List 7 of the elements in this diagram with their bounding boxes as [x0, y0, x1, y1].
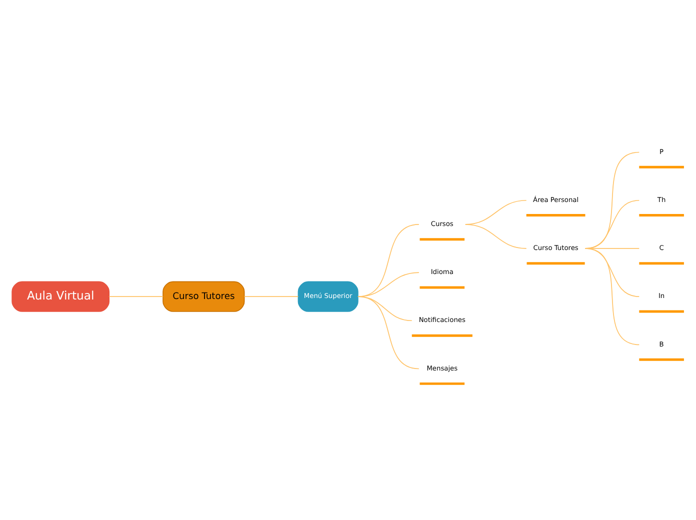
connector: [464, 224, 527, 248]
connector: [358, 296, 420, 369]
node-box: Aula Virtual: [12, 280, 110, 312]
connector: [358, 272, 420, 296]
node-box: Curso Tutores: [162, 280, 245, 312]
connector: [584, 248, 640, 345]
connector: [358, 224, 420, 296]
